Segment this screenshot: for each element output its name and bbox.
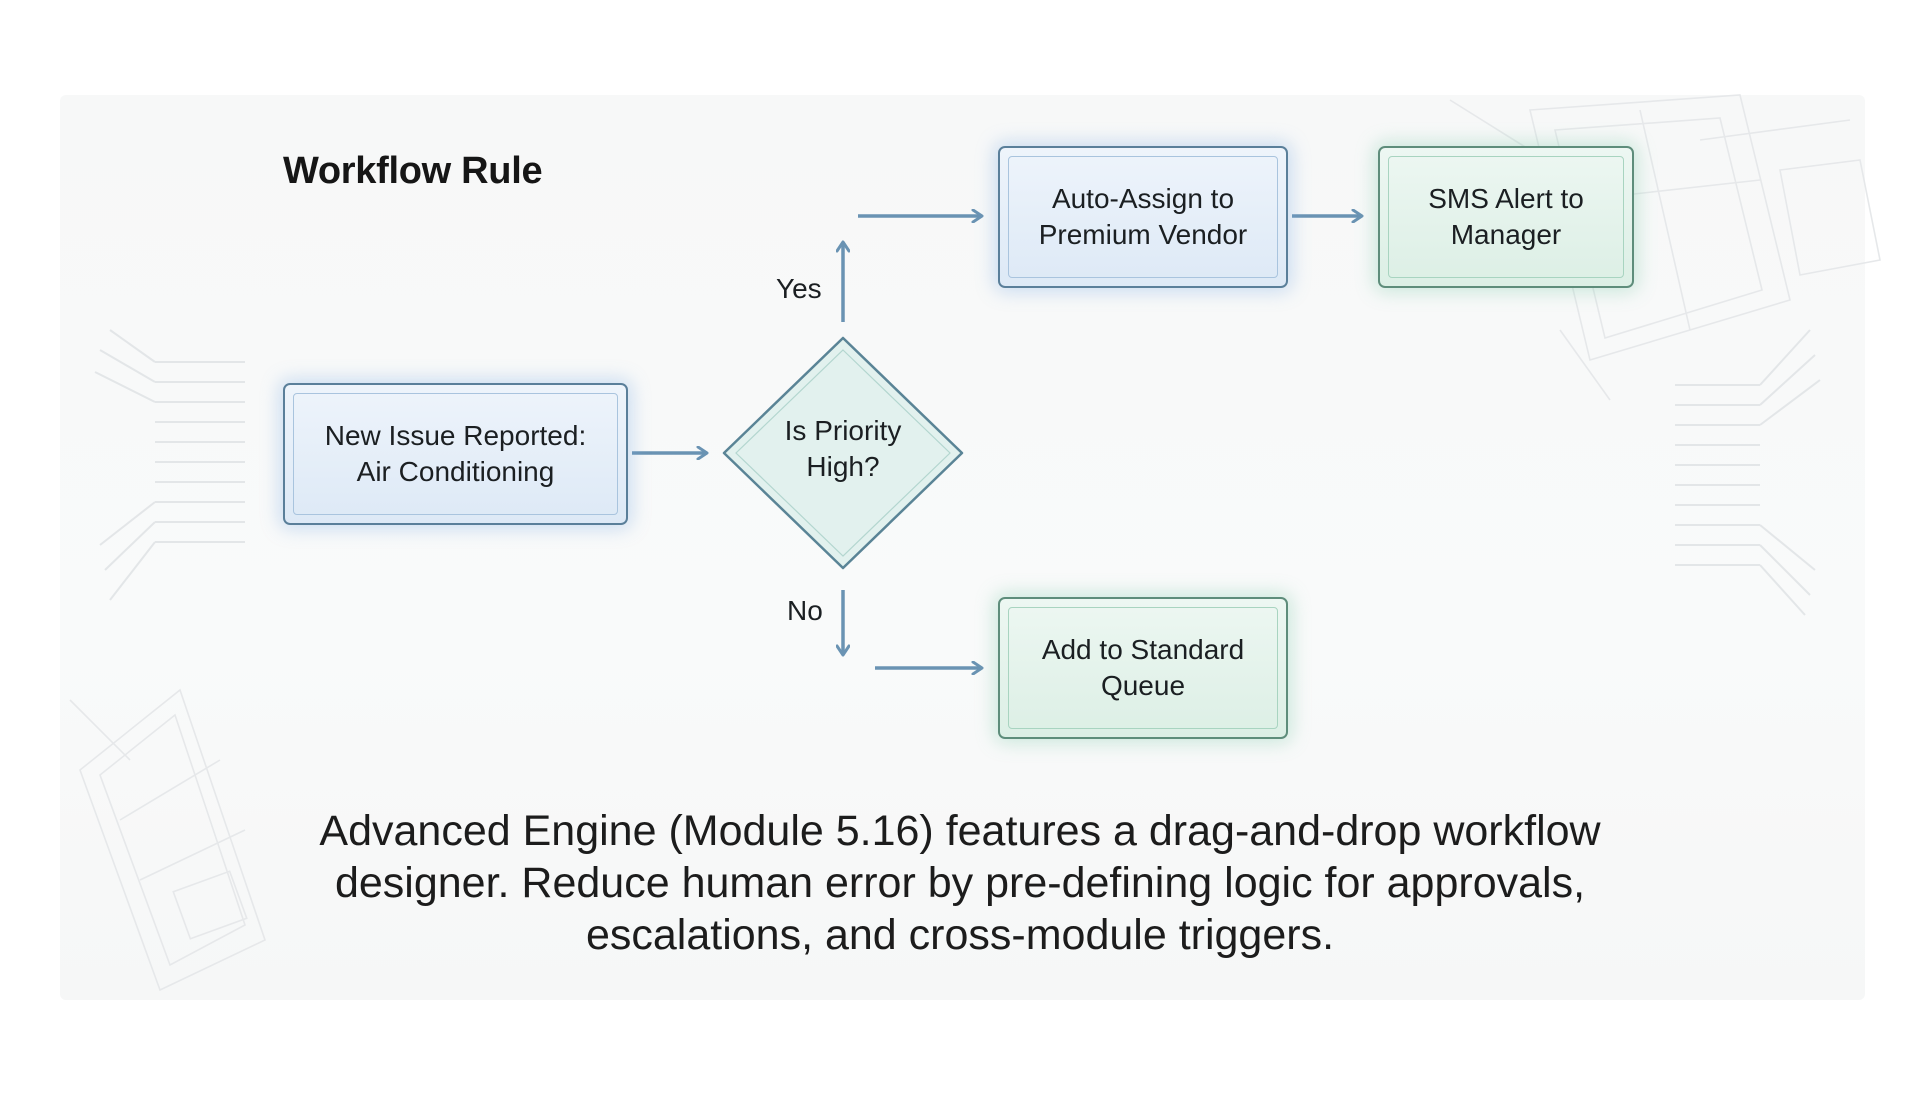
decision-diamond-inner bbox=[735, 349, 951, 557]
blueprint-bottom-left bbox=[69, 688, 266, 992]
node-label-line: Manager bbox=[1450, 219, 1562, 250]
node-auto-assign-premium-vendor[interactable]: Auto-Assign to Premium Vendor bbox=[998, 146, 1288, 288]
node-label-line: Auto-Assign to bbox=[1051, 183, 1235, 214]
node-label: Add to Standard Queue bbox=[1042, 632, 1244, 704]
caption-line: Advanced Engine (Module 5.16) features a… bbox=[319, 807, 1601, 855]
node-label: Auto-Assign to Premium Vendor bbox=[1039, 181, 1248, 253]
node-label: SMS Alert to Manager bbox=[1428, 181, 1584, 253]
decision-label-line: Is Priority bbox=[784, 415, 902, 446]
node-label-line: SMS Alert to bbox=[1428, 183, 1584, 214]
caption-line: escalations, and cross-module triggers. bbox=[585, 911, 1335, 959]
left-circuit-lines bbox=[94, 329, 245, 601]
edge-label-no: No bbox=[787, 595, 823, 626]
node-label-line: Premium Vendor bbox=[1038, 219, 1248, 250]
diagram-title: Workflow Rule bbox=[283, 150, 543, 192]
node-label-line: Add to Standard bbox=[1041, 634, 1245, 665]
edge-label-yes: Yes bbox=[776, 273, 822, 304]
node-label-line: New Issue Reported: bbox=[324, 420, 587, 451]
node-label: New Issue Reported: Air Conditioning bbox=[325, 418, 586, 490]
decision-label-line: High? bbox=[806, 451, 880, 482]
caption-text: Advanced Engine (Module 5.16) features a… bbox=[160, 805, 1760, 961]
right-circuit-lines bbox=[1675, 329, 1821, 616]
node-add-to-standard-queue[interactable]: Add to Standard Queue bbox=[998, 597, 1288, 739]
caption-line: designer. Reduce human error by pre-defi… bbox=[334, 859, 1586, 907]
decision-diamond[interactable] bbox=[722, 336, 964, 570]
node-new-issue-reported[interactable]: New Issue Reported: Air Conditioning bbox=[283, 383, 628, 525]
decision-label: Is Priority High? bbox=[743, 413, 943, 485]
node-label-line: Air Conditioning bbox=[356, 456, 555, 487]
node-label-line: Queue bbox=[1100, 670, 1186, 701]
node-sms-alert-manager[interactable]: SMS Alert to Manager bbox=[1378, 146, 1634, 288]
